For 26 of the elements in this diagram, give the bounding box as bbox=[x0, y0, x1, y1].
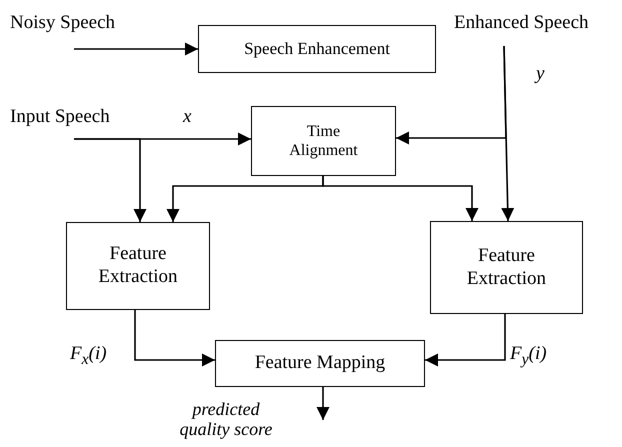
input-label: Input Speech bbox=[10, 104, 140, 130]
arrow bbox=[425, 314, 506, 366]
process-box bbox=[66, 222, 210, 310]
signal-label: x bbox=[183, 107, 192, 128]
process-box bbox=[251, 106, 396, 176]
process-box bbox=[198, 25, 436, 73]
arrow bbox=[74, 138, 146, 222]
input-label: Enhanced Speech bbox=[454, 10, 622, 36]
signal-label: F$_{y}$(i) bbox=[510, 344, 547, 368]
output-label: predicted quality score bbox=[178, 400, 274, 440]
arrow bbox=[322, 176, 478, 221]
box-label: Time Alignment bbox=[288, 122, 359, 160]
arrow bbox=[396, 46, 507, 144]
arrow bbox=[74, 42, 198, 56]
box-label: Feature Mapping bbox=[254, 352, 386, 375]
arrow bbox=[134, 310, 215, 366]
box-label: Feature Extraction bbox=[97, 243, 179, 289]
box-label: Speech Enhancement bbox=[244, 38, 390, 60]
signal-label: F$_{x}$(i) bbox=[70, 344, 107, 368]
input-label: Noisy Speech bbox=[10, 10, 150, 36]
arrow bbox=[316, 387, 330, 420]
signal-label: y bbox=[536, 64, 544, 85]
arrow bbox=[501, 46, 514, 222]
process-box bbox=[215, 340, 425, 387]
process-box bbox=[430, 221, 583, 314]
box-label: Feature Extraction bbox=[466, 244, 548, 290]
